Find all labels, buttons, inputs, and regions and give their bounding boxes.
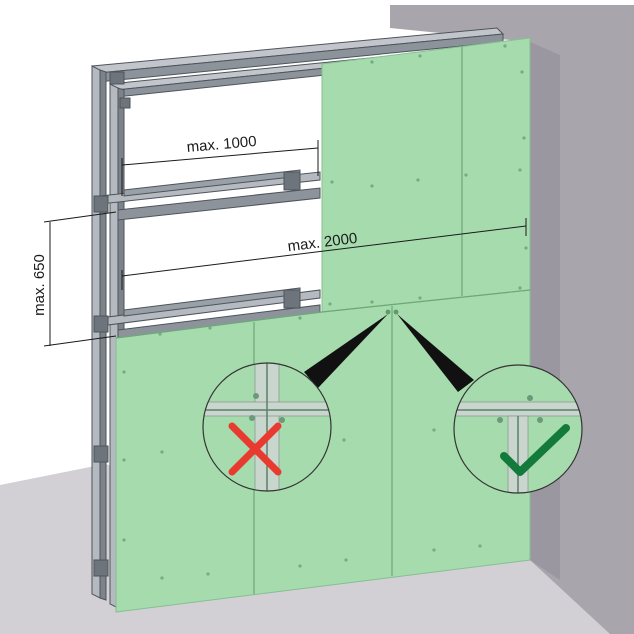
- pointer-left: [304, 314, 388, 388]
- detail-incorrect: [202, 362, 332, 492]
- detail-correct: [453, 364, 583, 494]
- frame-clamp: [93, 559, 109, 577]
- frame-rail-mid-1b: [117, 187, 321, 221]
- joint-horizontal-lower: [115, 311, 323, 339]
- cross-icon: [228, 422, 282, 476]
- right-wall: [390, 5, 634, 634]
- dim-650-ext-bottom: [43, 335, 117, 347]
- dimension-lines: [43, 140, 527, 347]
- frame-clamp: [283, 289, 301, 309]
- screws: [122, 44, 528, 580]
- frame-clamp: [93, 315, 109, 333]
- frame-clamp: [93, 445, 109, 463]
- joint-horizontal: [321, 289, 531, 313]
- dim-650-ext-top: [43, 211, 117, 223]
- callout-pointers: [304, 314, 474, 392]
- frame-clamp: [283, 171, 301, 191]
- dim-2000-line: [121, 225, 527, 277]
- frame-clamp: [119, 97, 131, 109]
- checkmark-icon: [500, 424, 570, 476]
- frame-clamp: [109, 71, 125, 85]
- dim-label-1000: max. 1000: [186, 133, 257, 156]
- frame-clamp: [93, 195, 109, 213]
- wall-shadow: [530, 42, 560, 580]
- dim-label-650: max. 650: [31, 254, 48, 316]
- board-top-right: [321, 37, 531, 313]
- frame-post-outer-side: [99, 69, 107, 601]
- pointer-right: [397, 314, 474, 392]
- dim-1000-line: [121, 147, 319, 166]
